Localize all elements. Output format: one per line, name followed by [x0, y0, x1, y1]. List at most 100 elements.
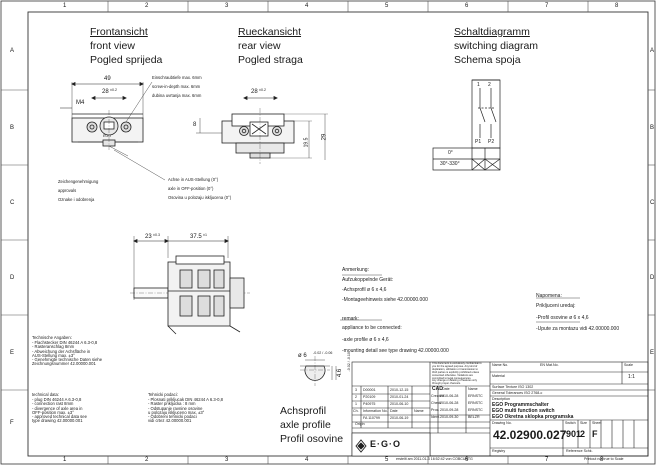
inner-frame — [27, 11, 649, 457]
note-de-line2: -Achsprofil ø 6 x 4,6 — [342, 287, 387, 293]
tech-data-en-line: type drawing 42.00000.001 — [32, 418, 83, 424]
cad-role-created: Created — [431, 394, 444, 398]
row-label-right-c: C — [650, 200, 655, 206]
tech-data-hr-line: - Odstupanje ravnine osovine — [148, 405, 203, 411]
tech-data-de-line: AUS-Stellung max. ±3° — [32, 352, 75, 358]
axle-profile-title-hr: Profil osovine — [280, 433, 344, 445]
name-label: Name No. — [492, 363, 509, 367]
description-de: EGO Programmschalter — [492, 402, 549, 408]
ego-logo-mark — [355, 439, 367, 453]
note-en-title: remark: — [342, 316, 359, 322]
tech-data-hr-line: - Raster prikljucka : 8 mm — [148, 401, 196, 407]
col-label-bottom-1: 1 — [63, 457, 67, 463]
position-on: 30°-330° — [440, 161, 460, 167]
note-de-line3: -Montageehinweis siehe 42.00000.000 — [342, 297, 428, 303]
cad-label: CAD — [432, 386, 443, 392]
description-en: EGO multi function switch — [492, 408, 555, 414]
tech-data-en-line: - plug DIN 46244 A 6.3-0,8 — [32, 397, 82, 403]
cad-name-created: ERNSTC — [468, 394, 483, 398]
rev-row-1-no: D00001 — [363, 388, 376, 392]
switching-diagram-title-hr: Schema spoja — [454, 54, 521, 66]
col-label-7: 7 — [545, 3, 549, 9]
note-hr-line3: -Upute za montazu vidi 42.00000.000 — [536, 326, 620, 332]
tech-data-en-line: - divergence of axle area in — [32, 405, 83, 411]
tech-data-en-title: technical data: — [32, 392, 60, 397]
front-axis-hr: Osovina u polozaju iskljucena (0°) — [168, 195, 232, 200]
tech-data-hr-line: u polozaju iskljuceno max. ±3° — [148, 409, 205, 415]
ego-logo-text: E·G·O — [370, 439, 401, 449]
rear-dim-195: 19.5 — [303, 137, 310, 148]
ego-logo-box — [351, 432, 431, 457]
registry-label: Registry — [492, 449, 506, 453]
size-label: Size — [580, 421, 587, 425]
note-de-title: Anmerkung: — [342, 267, 369, 273]
col-label-bottom-8: 8 — [600, 457, 604, 463]
tech-data-hr-line: - Odobreni tehnicki podaci — [148, 414, 197, 420]
cad-name-ident: BELZR — [468, 415, 480, 419]
tech-data-de: Technische Angaben: - Flachstecker DIN 4… — [32, 335, 102, 366]
col-label-2: 2 — [145, 3, 149, 9]
row-label-e: E — [10, 350, 15, 356]
row-label-right-d: D — [650, 275, 655, 281]
copyright-line: consented otherwise. Violations are — [432, 373, 473, 377]
tech-data-hr: Tehnicki podaci: - Plosnati prikljucak D… — [148, 392, 223, 424]
col-label-6: 6 — [465, 3, 469, 9]
surface-texture: Surface Texture ISO 1302 — [492, 385, 534, 389]
tech-data-de-title: Technische Angaben: — [32, 335, 72, 340]
note-de-line1: Aufzukoppelnde Gerät: — [342, 277, 394, 283]
cad-name-check: ERNSTC — [468, 401, 483, 405]
front-dim-spacing: 28 — [102, 89, 109, 95]
rev-row-3-date: 2010-06-10 — [390, 402, 409, 406]
note-en-line1: appliance to be connected: — [342, 325, 402, 331]
col-label-bottom-5: 5 — [385, 457, 389, 463]
tech-data-de-line: - Abweichung der Achsfläche in — [32, 348, 91, 354]
rev-row-2-date: 2010-01-24 — [390, 395, 409, 399]
front-approval-de: Zeichengenehmigung — [58, 179, 99, 184]
cad-name-proc: ERNSTC — [468, 408, 483, 412]
tech-data-en-line: - approved technical data see — [32, 414, 87, 420]
drawing-no-label: Drawing No. — [492, 421, 512, 425]
rev-header-ch: Ch. — [353, 409, 359, 413]
col-label-bottom-4: 4 — [305, 457, 309, 463]
switching-diagram-title-en: switching diagram — [454, 40, 539, 52]
tech-data-en-line: OFF-position max. ±3° — [32, 409, 74, 415]
front-approval-en: approvals — [58, 188, 77, 193]
rev-row-fa-no: FA 110799 — [363, 416, 380, 420]
front-dim-overall: 49 — [104, 76, 111, 82]
tech-data-en-line: - connection rast 8mm — [32, 401, 74, 407]
col-label-bottom-3: 3 — [225, 457, 229, 463]
side-view-drawing — [130, 236, 250, 335]
tech-data-hr-title: Tehnicki podaci: — [148, 392, 178, 397]
side-dim-375-tol: ±1 — [203, 233, 207, 237]
axle-profile-title-de: Achsprofil — [280, 405, 327, 417]
col-label-3: 3 — [225, 3, 229, 9]
name-value: EN Mat.No. — [540, 363, 559, 367]
row-label-c: C — [10, 200, 15, 206]
rev-row-2-rev: 2 — [355, 395, 357, 399]
front-screw-depth-hr: dubina uvrtanja max. 6mm — [152, 93, 202, 98]
tech-data-hr-line: vidi crtez 42.00000.001 — [148, 418, 192, 424]
note-en-line3: -mounting detail see type drawing 42.000… — [342, 348, 449, 354]
cad-date-ident: 2010-09-30 — [440, 415, 459, 419]
tech-data-de-line: - Flachstecker DIN 46244 A 6.3-0,8 — [32, 340, 98, 346]
rev-row-fa-date: 2010-06-19 — [390, 416, 409, 420]
front-approval-hr: Oznake i odobrenja — [58, 197, 95, 202]
copyright-line: third parties is explicitly prohibited u… — [432, 370, 479, 374]
note-lines — [340, 274, 580, 323]
copyright-line: committed to legal consequences. — [432, 376, 472, 380]
scale-label: Scale — [624, 363, 633, 367]
footer-created: erstellt am 2011-01-3 16:52:42 von COBCU… — [396, 457, 473, 461]
rear-view-title-hr: Pogled straga — [238, 54, 303, 66]
side-dim-375: 37.5 — [190, 234, 202, 240]
note-en-line2: -axle profile ø 6 x 4,6 — [342, 337, 389, 343]
description-hr: EGO Okretna sklopka programska — [492, 414, 574, 420]
rear-dim-29: 29 — [321, 133, 328, 141]
cad-role-proc: Proc. — [431, 408, 440, 412]
origin-label: Origin — [355, 422, 365, 426]
axle-dim-dia-tol: -0.02 / -0.06 — [313, 351, 333, 355]
row-label-a: A — [10, 48, 15, 54]
copyright-line: Any change or deleting of features only — [432, 379, 477, 383]
size-value: 2 — [580, 429, 586, 439]
